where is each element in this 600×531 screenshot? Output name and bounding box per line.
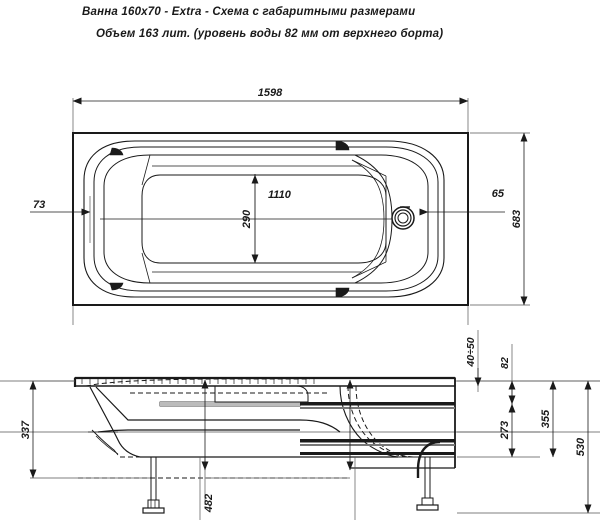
side-leg-right bbox=[416, 457, 439, 511]
dim-bowl-height-355: 355 bbox=[540, 380, 557, 458]
side-dark-bands bbox=[300, 402, 455, 455]
drawing-title-line-2: Объем 163 лит. (уровень воды 82 мм от ве… bbox=[96, 28, 444, 40]
dim-inner-width: 290 bbox=[241, 174, 262, 264]
side-leg-left bbox=[142, 457, 165, 514]
dim-height-337: 337 bbox=[20, 380, 37, 479]
plan-view-group: 1598 bbox=[30, 87, 530, 325]
dim-label-530: 530 bbox=[575, 437, 587, 456]
dim-overall-width: 683 bbox=[511, 132, 528, 306]
side-inner-chamfer bbox=[95, 386, 300, 421]
dim-label-273: 273 bbox=[499, 421, 511, 440]
dim-left-offset: 73 bbox=[30, 196, 91, 243]
plan-bowl-upper-edge bbox=[103, 154, 429, 284]
side-waste-pipe bbox=[416, 440, 441, 471]
dim-total-height-530: 530 bbox=[575, 380, 592, 514]
plan-handle-notches bbox=[109, 140, 350, 298]
dim-label-65: 65 bbox=[492, 188, 505, 200]
drawing-title-line-1: Ванна 160x70 - Extra - Схема с габаритны… bbox=[82, 6, 416, 18]
dim-label-1110: 1110 bbox=[268, 189, 292, 201]
dim-inner-length: 1110 bbox=[249, 174, 292, 263]
dim-overall-length: 1598 bbox=[72, 87, 469, 105]
side-left-wall bbox=[89, 386, 141, 458]
plan-detail-lines bbox=[100, 165, 392, 273]
dim-label-355: 355 bbox=[540, 409, 552, 428]
plan-left-facets bbox=[141, 154, 151, 284]
dim-label-4050: 40÷50 bbox=[465, 337, 477, 367]
side-right-chamfer bbox=[299, 419, 341, 433]
side-hidden-lines bbox=[78, 378, 417, 479]
side-hatch-band bbox=[159, 401, 301, 407]
dim-label-683: 683 bbox=[511, 210, 523, 228]
dim-label-1598: 1598 bbox=[258, 87, 283, 99]
side-extension-lines bbox=[30, 380, 600, 520]
plan-drain-icon bbox=[391, 206, 415, 230]
dim-label-73: 73 bbox=[33, 199, 45, 211]
dim-right-offset: 65 bbox=[419, 188, 505, 216]
plan-rim-line-1 bbox=[83, 140, 445, 298]
side-view-group: 337 40÷50 82 273 355 bbox=[0, 330, 600, 520]
dim-inner-depth-273: 273 bbox=[499, 403, 516, 458]
dim-label-337: 337 bbox=[20, 420, 32, 439]
side-left-hollow-2 bbox=[95, 435, 119, 455]
plan-rim-line-2 bbox=[93, 146, 439, 292]
dim-leg-span-482: 482 bbox=[201, 379, 354, 513]
side-armrest-pocket bbox=[214, 385, 309, 403]
dim-label-290: 290 bbox=[241, 209, 253, 229]
dim-label-82: 82 bbox=[499, 357, 511, 369]
plan-bowl-bottom bbox=[141, 174, 387, 264]
dim-label-482: 482 bbox=[203, 494, 215, 513]
dim-rim-thickness: 40÷50 bbox=[465, 330, 482, 392]
dim-water-level-82: 82 bbox=[499, 344, 516, 406]
